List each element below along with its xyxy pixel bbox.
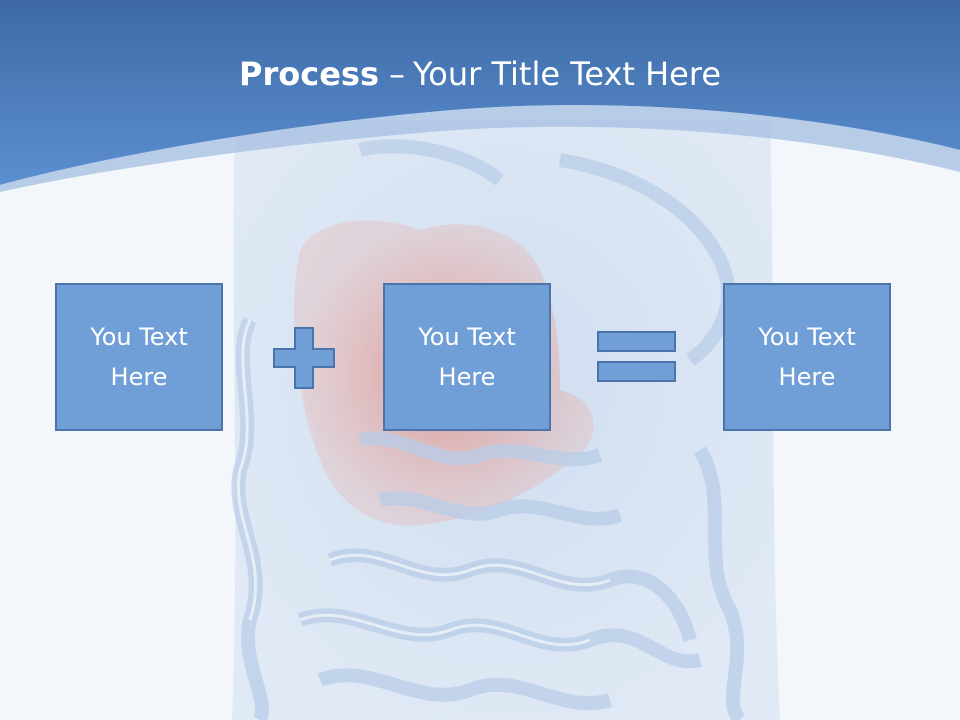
header-swoosh xyxy=(0,105,960,192)
intestine-highlights xyxy=(236,319,611,647)
process-box-1: You Text Here xyxy=(55,283,223,431)
process-box-3: You Text Here xyxy=(723,283,891,431)
slide-title: Process–Your Title Text Here xyxy=(0,52,960,96)
plus-icon xyxy=(273,327,335,389)
process-box-2-text: You Text Here xyxy=(418,323,516,391)
process-box-2: You Text Here xyxy=(383,283,551,431)
title-rest: Your Title Text Here xyxy=(412,55,721,93)
process-box-1-text: You Text Here xyxy=(90,323,188,391)
title-bold: Process xyxy=(239,55,379,93)
equals-icon xyxy=(597,331,676,382)
header-band xyxy=(0,0,960,185)
title-separator: – xyxy=(388,55,405,93)
process-box-3-text: You Text Here xyxy=(758,323,856,391)
